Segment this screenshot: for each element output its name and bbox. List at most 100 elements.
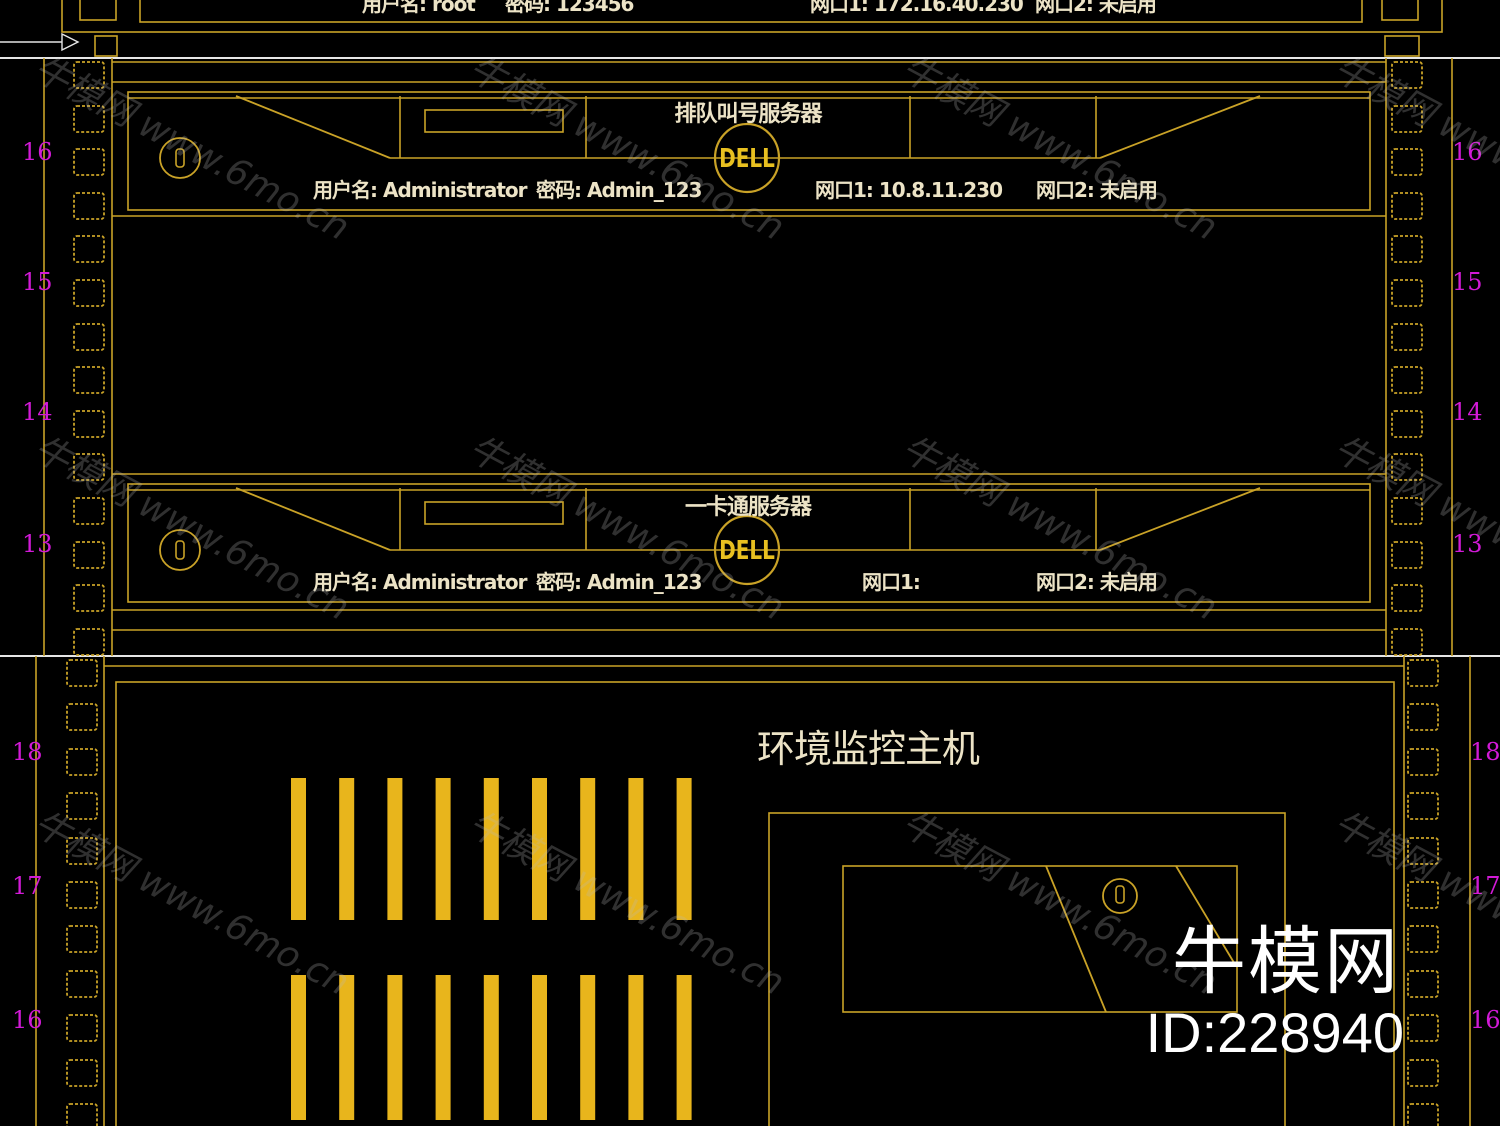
dell-badge-ring <box>713 122 781 194</box>
rack-hole <box>66 792 98 820</box>
display-screen <box>842 865 1238 1013</box>
top-server-port1: 网口1: 172.16.40.230 <box>810 0 1024 16</box>
environment-host-faceplate <box>115 681 1395 1126</box>
unit-number-left: 15 <box>22 268 53 296</box>
server1-password: 密码: Admin_123 <box>536 178 702 202</box>
rack-hole <box>1391 105 1423 133</box>
server2-dell-logo: DELL <box>719 534 775 566</box>
rack-hole <box>1391 497 1423 525</box>
vent-bar <box>339 778 355 920</box>
rack-hole <box>66 1014 98 1042</box>
dell-badge-ring <box>713 514 781 586</box>
vent-bar <box>291 778 306 920</box>
display-bevel <box>1175 865 1237 967</box>
unit-number-left: 18 <box>12 738 43 766</box>
rack-hole <box>73 235 105 263</box>
rack-hole <box>1407 881 1439 909</box>
vent-bar <box>435 975 451 1120</box>
rack-hole <box>73 366 105 394</box>
rack-hole <box>1391 541 1423 569</box>
unit-number-left: 17 <box>12 872 43 900</box>
server-1-bezel-slant <box>1099 95 1261 159</box>
unit-number-right: 14 <box>1452 398 1483 426</box>
rack-hole <box>73 497 105 525</box>
vent-bar <box>291 975 306 1120</box>
rack-hole <box>73 61 105 89</box>
vent-bar <box>628 975 644 1120</box>
rack-hole <box>1391 366 1423 394</box>
rack-hole <box>1391 61 1423 89</box>
unit-number-left: 13 <box>22 530 53 558</box>
rack-hole <box>73 105 105 133</box>
server2-title: 一卡通服务器 <box>684 495 812 520</box>
environment-host-title: 环境监控主机 <box>756 727 980 771</box>
rack-hole <box>73 453 105 481</box>
unit-number-left: 16 <box>22 138 53 166</box>
unit-number-right: 17 <box>1470 872 1500 900</box>
rack-hole <box>1391 279 1423 307</box>
rack-hole <box>66 748 98 776</box>
vent-bar <box>483 975 499 1120</box>
rack-hole <box>1391 148 1423 176</box>
rack-hole <box>1391 235 1423 263</box>
server-1-bezel-slant <box>235 95 391 159</box>
power-button-icon <box>1102 878 1138 914</box>
rack-hole <box>1407 837 1439 865</box>
server-2-faceplate <box>127 483 1371 603</box>
power-button-icon <box>175 148 185 168</box>
rack-hole <box>1407 925 1439 953</box>
vent-bar <box>435 778 451 920</box>
top-server-port2: 网口2: 未启用 <box>1035 0 1157 16</box>
server1-title: 排队叫号服务器 <box>674 102 822 127</box>
rack-hole <box>79 0 117 21</box>
top-server-username: 用户名: root <box>362 0 476 16</box>
unit-number-left: 16 <box>12 1006 43 1034</box>
server1-dell-logo: DELL <box>719 142 775 174</box>
power-button-icon <box>1115 885 1125 904</box>
rack-hole <box>73 410 105 438</box>
server1-port1: 网口1: 10.8.11.230 <box>815 178 1003 202</box>
rack-hole <box>1407 703 1439 731</box>
brand-name: 牛模网 <box>1172 920 1400 1003</box>
display-bevel <box>1045 865 1107 1013</box>
rack-hole <box>1407 1059 1439 1087</box>
rack-hole <box>1407 792 1439 820</box>
vent-bar <box>580 975 596 1120</box>
rack-hole <box>73 541 105 569</box>
rack-hole <box>66 970 98 998</box>
vent-bar <box>483 778 499 920</box>
server-1-faceplate <box>127 91 1371 211</box>
server2-password: 密码: Admin_123 <box>536 570 702 594</box>
power-button-icon <box>175 540 185 560</box>
rack-hole <box>1407 748 1439 776</box>
rack-hole <box>66 1103 98 1126</box>
power-button-icon <box>159 529 201 571</box>
rack-hole <box>66 881 98 909</box>
vent-bar <box>676 778 692 920</box>
rack-hole <box>66 1059 98 1087</box>
server-2-bezel-slant <box>235 487 391 551</box>
vent-bar <box>676 975 692 1120</box>
rack-hole <box>1391 192 1423 220</box>
rack-hole <box>1407 659 1439 687</box>
server-2-bezel-slant <box>1099 487 1261 551</box>
rack-hole <box>1391 410 1423 438</box>
arrow-head <box>61 32 80 52</box>
server1-port2: 网口2: 未启用 <box>1036 178 1158 202</box>
vent-bar <box>628 778 644 920</box>
rack-hole <box>66 703 98 731</box>
vent-bar <box>580 778 596 920</box>
unit-number-right: 13 <box>1452 530 1483 558</box>
server2-username: 用户名: Administrator <box>313 570 528 594</box>
rack-hole <box>1391 628 1423 656</box>
rack-hole <box>73 148 105 176</box>
top-rack-frame <box>61 0 1443 33</box>
rack-hole <box>1391 323 1423 351</box>
unit-number-right: 16 <box>1470 1006 1500 1034</box>
vent-bar <box>387 975 403 1120</box>
unit-number-right: 16 <box>1452 138 1483 166</box>
control-module-frame <box>768 812 1286 1126</box>
brand-id: ID:228940 <box>1145 1001 1404 1064</box>
rack-hole <box>73 584 105 612</box>
